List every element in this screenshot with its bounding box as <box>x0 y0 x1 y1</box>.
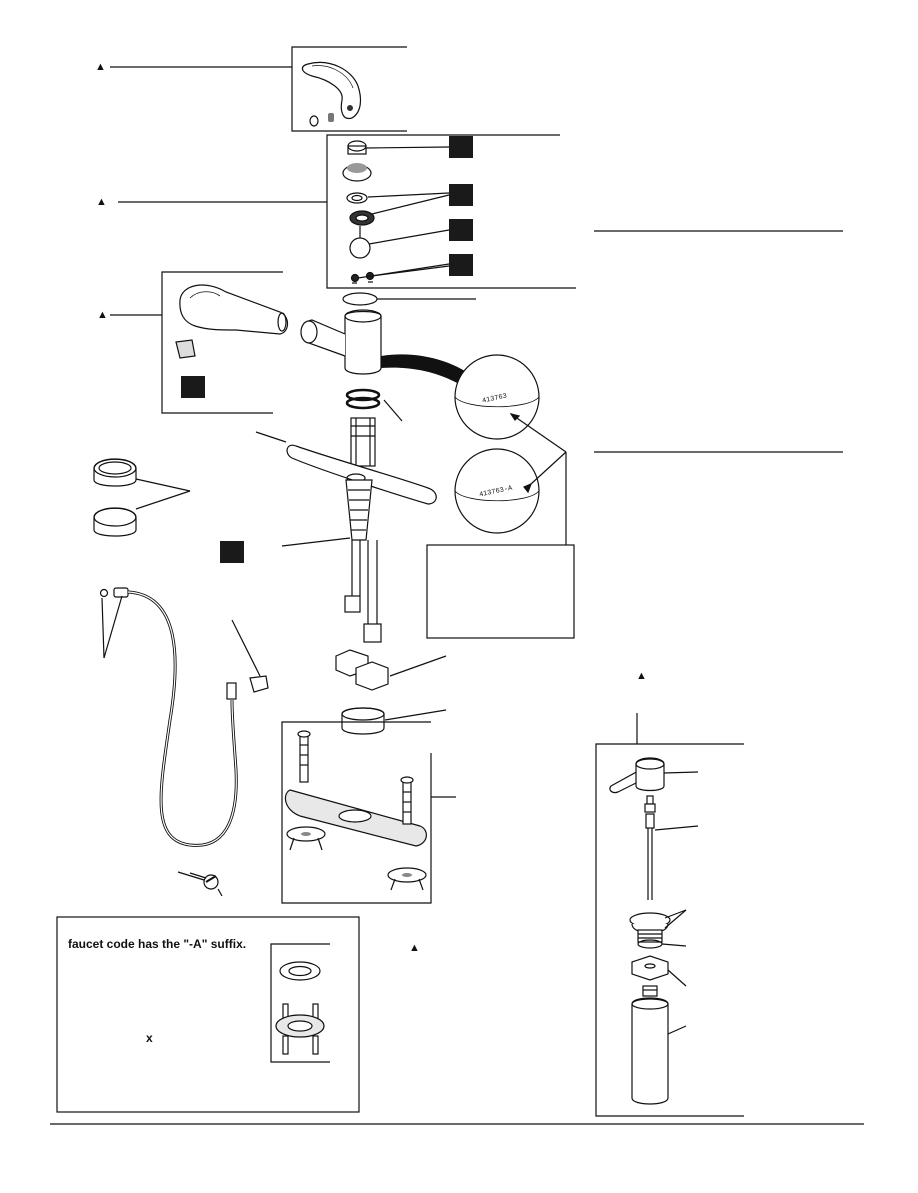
soap-dispenser-box <box>595 713 744 1117</box>
marker-spray-head: ▲ <box>97 309 108 321</box>
code-balloon-new <box>454 448 540 534</box>
marker-deck-plate: ▲ <box>409 942 420 954</box>
mounting-hardware-box <box>281 721 456 904</box>
code-balloon-old <box>454 354 540 440</box>
balloon-leader-lines <box>509 413 567 545</box>
handle-callout-box <box>110 46 407 132</box>
cartridge-kit-box <box>118 134 576 289</box>
spray-hose <box>99 587 269 897</box>
marker-handle: ▲ <box>95 61 106 73</box>
spray-head-box <box>110 271 289 414</box>
kit-number-badges <box>449 136 473 276</box>
faucet-body <box>220 292 476 735</box>
x-mark: x <box>146 1031 153 1045</box>
escutcheon-rings <box>93 458 191 537</box>
code-note-box <box>426 544 575 639</box>
marker-cartridge-kit: ▲ <box>96 196 107 208</box>
deck-plate-note-box <box>56 916 360 1113</box>
note-text: faucet code has the "-A" suffix. <box>68 937 247 951</box>
marker-soap-dispenser: ▲ <box>636 670 647 682</box>
